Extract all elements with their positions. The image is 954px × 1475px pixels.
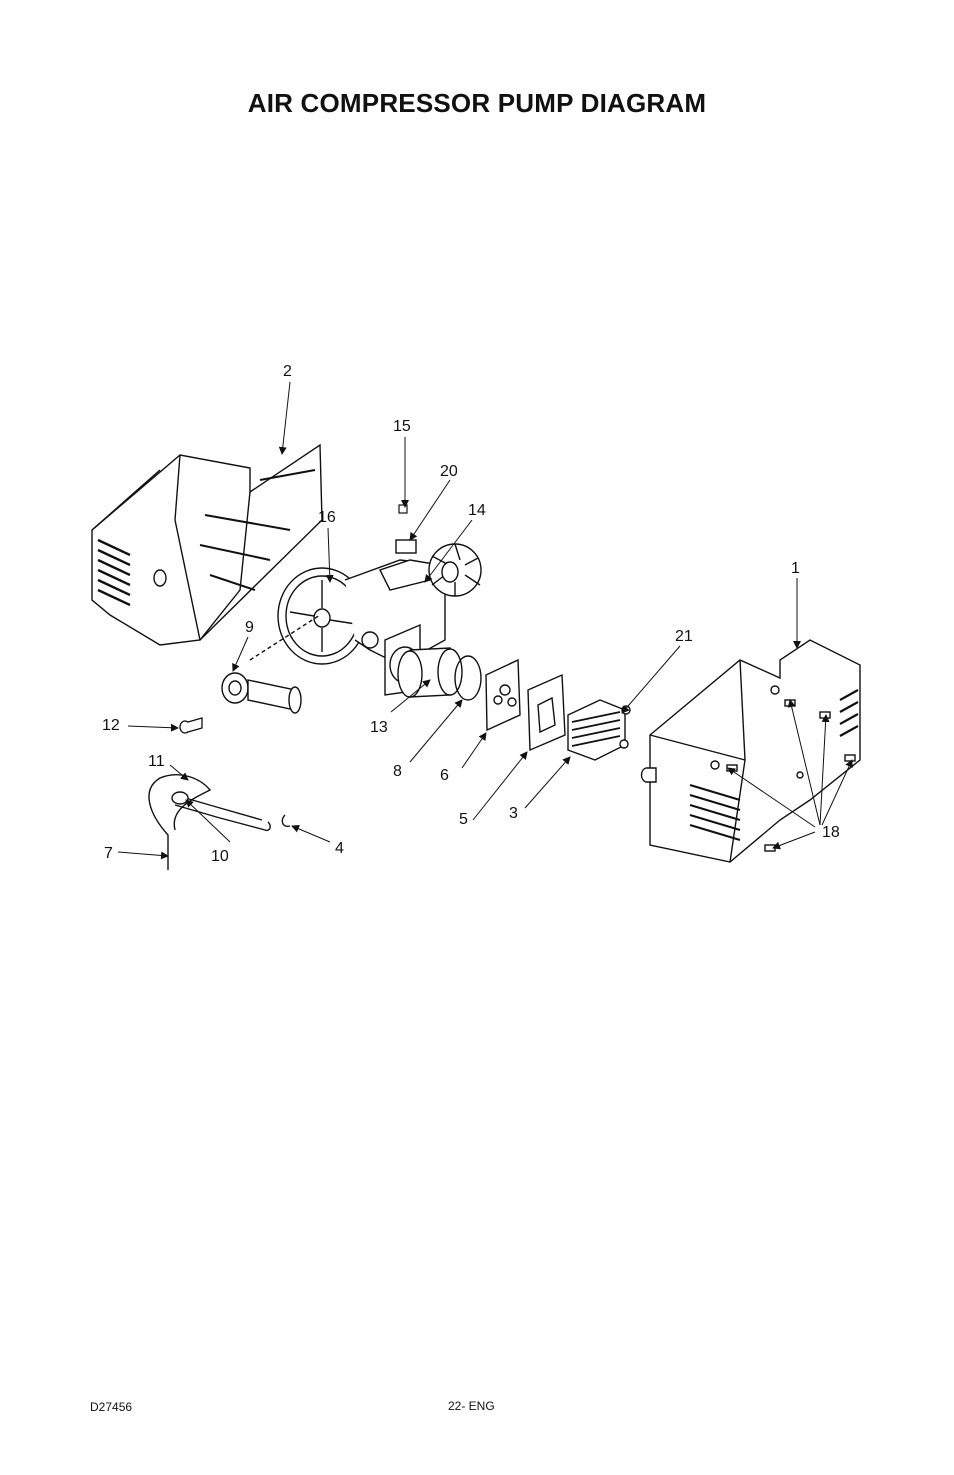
gasket-part xyxy=(527,673,566,752)
callout-1: 1 xyxy=(791,560,800,577)
document-number: D27456 xyxy=(90,1400,133,1414)
callout-11: 11 xyxy=(148,753,165,770)
callout-9: 9 xyxy=(245,619,254,636)
pump-assembly-part xyxy=(277,543,482,696)
valve-plate-part xyxy=(485,658,521,732)
callout-15: 15 xyxy=(393,418,411,435)
callout-8: 8 xyxy=(393,763,402,780)
callout-14: 14 xyxy=(468,502,486,519)
page-number: 22- ENG xyxy=(448,1399,495,1413)
callout-21: 21 xyxy=(675,628,693,645)
callout-7: 7 xyxy=(104,845,113,862)
callout-6: 6 xyxy=(440,767,449,784)
callout-13: 13 xyxy=(370,719,388,736)
cylinder-sleeve-part xyxy=(397,647,463,698)
leader-lines xyxy=(117,381,853,860)
part-15-screw xyxy=(398,504,408,514)
rear-shroud-part xyxy=(91,443,323,646)
callout-12: 12 xyxy=(102,717,120,734)
callout-4: 4 xyxy=(335,840,344,857)
bolt-part xyxy=(179,717,203,734)
cylinder-head-part xyxy=(567,699,631,761)
callout-16: 16 xyxy=(318,509,336,526)
callout-20: 20 xyxy=(440,463,458,480)
front-shroud-part xyxy=(640,639,861,863)
callout-10: 10 xyxy=(211,848,229,865)
callout-5: 5 xyxy=(459,811,468,828)
o-ring-part xyxy=(454,655,482,701)
connecting-rod-part xyxy=(221,614,321,714)
callout-2: 2 xyxy=(283,363,292,380)
part-20-block xyxy=(395,539,417,554)
clip-part xyxy=(281,814,291,828)
callout-18: 18 xyxy=(822,824,840,841)
callout-labels: 2 15 20 14 16 1 21 9 12 13 8 6 11 5 3 7 … xyxy=(102,363,840,865)
callout-3: 3 xyxy=(509,805,518,822)
page-title: AIR COMPRESSOR PUMP DIAGRAM xyxy=(247,88,707,118)
